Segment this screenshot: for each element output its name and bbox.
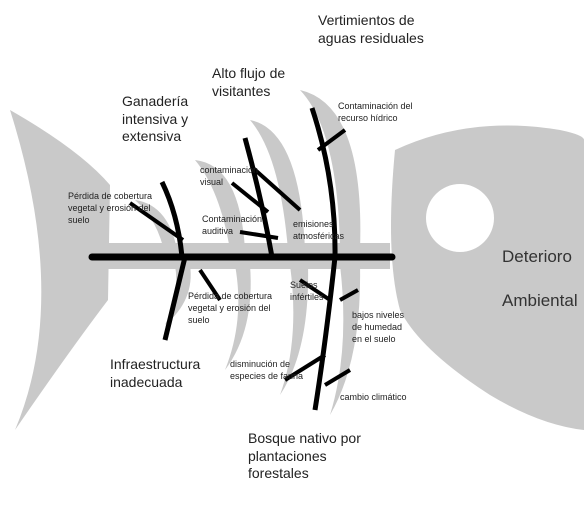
sub-bajos-niveles: bajos niveles de humedad en el suelo (352, 310, 405, 345)
bone-vertimientos (309, 107, 338, 258)
bone-auditiva (239, 230, 279, 240)
bone-humedad (339, 288, 359, 302)
sub-perdida-bottom: Pérdida de cobertura vegetal y erosión d… (188, 291, 273, 326)
effect-label: Deterioro Ambiental (502, 224, 584, 312)
cause-alto-flujo: Alto flujo de visitantes (212, 65, 286, 99)
fish-eye (426, 184, 494, 252)
fin-upper-3 (250, 120, 305, 250)
bone-visual (230, 181, 270, 214)
bone-fauna (283, 353, 327, 382)
bone-emisiones (251, 166, 302, 212)
bone-hidrico (316, 128, 347, 152)
sub-perdida-top: Pérdida de cobertura vegetal y erosión d… (68, 191, 153, 226)
sub-cambio-climatico: cambio climático (340, 392, 407, 402)
bone-climatico (323, 368, 352, 387)
bone-bosque (312, 256, 338, 411)
effect-line-2: Ambiental (502, 291, 578, 311)
bone-visitantes (242, 137, 275, 258)
effect-line-1: Deterioro (502, 247, 572, 267)
cause-vertimientos: Vertimientos de aguas residuales (318, 12, 424, 46)
fin-lower-2 (225, 265, 251, 370)
sub-disminucion-fauna: disminución de especies de fauna (230, 359, 304, 382)
bone-infraestructura (162, 256, 188, 341)
fin-upper-2 (195, 160, 245, 250)
sub-suelos-infertiles: Suelos infértiles (290, 280, 324, 303)
fin-upper-1 (135, 200, 178, 255)
bone-perdida-bottom (198, 268, 222, 302)
fin-upper-4 (300, 90, 361, 250)
fish-tail (10, 110, 110, 430)
sub-contaminacion-auditiva: Contaminación auditiva (202, 214, 263, 237)
fin-lower-4 (330, 265, 361, 415)
cause-infraestructura: Infraestructura inadecuada (110, 356, 201, 390)
bone-ganaderia-sub (128, 201, 185, 242)
sub-contaminacion-visual: contaminación visual (200, 165, 259, 188)
cause-bosque: Bosque nativo por plantaciones forestale… (248, 430, 361, 481)
sub-contaminacion-hidrico: Contaminación del recurso hídrico (338, 101, 413, 124)
cause-ganaderia: Ganadería intensiva y extensiva (122, 93, 189, 144)
bone-suelos (298, 278, 332, 302)
sub-emisiones: emisiones atmosféricas (293, 219, 345, 242)
fin-lower-3 (280, 265, 309, 395)
bone-ganaderia (159, 180, 185, 258)
